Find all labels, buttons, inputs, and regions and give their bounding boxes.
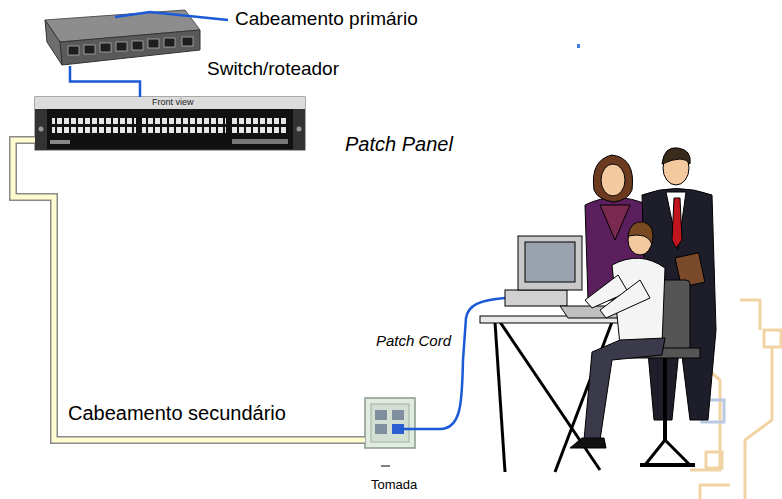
- node-label: Tomada: [371, 478, 417, 493]
- socket-box: Tomada: [365, 398, 415, 448]
- woman-figure-part: [601, 164, 625, 196]
- circuit-decoration-part: [764, 330, 781, 347]
- seated-man-figure-part: [600, 280, 650, 318]
- switch-device: [45, 10, 200, 65]
- switch-device-part-part: [84, 45, 95, 54]
- switch-device-part-part: [132, 41, 143, 50]
- wall-socket-part: [375, 410, 387, 420]
- cable-label: Cabeamento primário: [235, 8, 418, 30]
- wall-socket-part: [375, 424, 387, 434]
- switch-device-part-part: [116, 42, 127, 51]
- secondary-conduit: [13, 140, 365, 440]
- seated-man-figure-part: [645, 440, 665, 465]
- switch-device-part: [60, 30, 200, 65]
- connector-stroke: [13, 140, 365, 440]
- circuit-decoration-part: [740, 300, 760, 330]
- patch-panel-device: [35, 97, 305, 150]
- patch-panel-box: Front viewPatch Panel: [35, 97, 305, 150]
- wall-socket: [365, 398, 415, 466]
- switch-device-part-part: [68, 46, 79, 55]
- seated-man-figure-part: [628, 222, 653, 244]
- node-label: Switch/roteador: [207, 58, 339, 80]
- workstation-part: [495, 322, 505, 472]
- connector-stroke: [13, 140, 365, 440]
- wall-socket-part: [392, 410, 404, 420]
- switch-device-part-part: [182, 37, 193, 46]
- seated-man-figure-part: [570, 438, 606, 448]
- seated-man-figure-part: [584, 338, 665, 440]
- woman-figure-part: [593, 155, 632, 202]
- patch-panel-device-part: [50, 140, 70, 144]
- switch-device-part: [68, 37, 193, 55]
- node-label: Patch Panel: [345, 133, 453, 156]
- blue-dot: [577, 44, 580, 48]
- seated-man-figure-part: [663, 358, 667, 440]
- standing-man-figure-part: [672, 198, 682, 248]
- cord-label: Patch Cord: [376, 332, 451, 349]
- switch-device-part-part: [164, 38, 175, 47]
- workstation-part: [518, 236, 582, 290]
- standing-man-figure-part: [666, 192, 686, 250]
- patch-panel-device-part: [297, 127, 302, 132]
- workstation-part: [505, 290, 567, 306]
- patch-panel-device-part: [52, 117, 136, 135]
- node-label: Front view: [152, 97, 194, 109]
- patch-panel-device-part: [142, 117, 226, 135]
- seated-man-figure: [570, 222, 700, 465]
- patch-panel-device-part: [293, 109, 305, 150]
- edge-label: Cabeamento secundário: [66, 402, 288, 425]
- circuit-decoration-part: [745, 347, 772, 499]
- workstation-part: [525, 242, 575, 282]
- switch-box: Switch/roteador: [35, 8, 203, 66]
- circuit-decoration-part: [706, 452, 722, 468]
- patch-panel-device-part: [35, 97, 305, 150]
- standing-man-figure-part: [662, 148, 690, 164]
- wall-socket-part: [381, 465, 390, 467]
- patch-panel-device-part: [232, 139, 288, 144]
- wall-socket-part: [371, 404, 409, 442]
- connector-stroke: [70, 66, 140, 97]
- switch-device-part-part: [100, 43, 111, 52]
- switch-device-part-part: [148, 39, 159, 48]
- switch-device-part: [45, 20, 62, 65]
- wall-socket-part: [365, 398, 415, 448]
- patch-cable: [70, 66, 140, 97]
- circuit-decoration-part: [700, 485, 730, 499]
- patch-panel-device-part: [232, 117, 288, 135]
- seated-man-figure-part: [665, 440, 690, 465]
- patch-panel-device-part: [35, 109, 47, 150]
- primary-cable: [115, 12, 228, 20]
- patch-panel-device-part: [35, 97, 305, 109]
- woman-figure-part: [600, 205, 630, 240]
- patch-panel-device-part: [39, 127, 44, 132]
